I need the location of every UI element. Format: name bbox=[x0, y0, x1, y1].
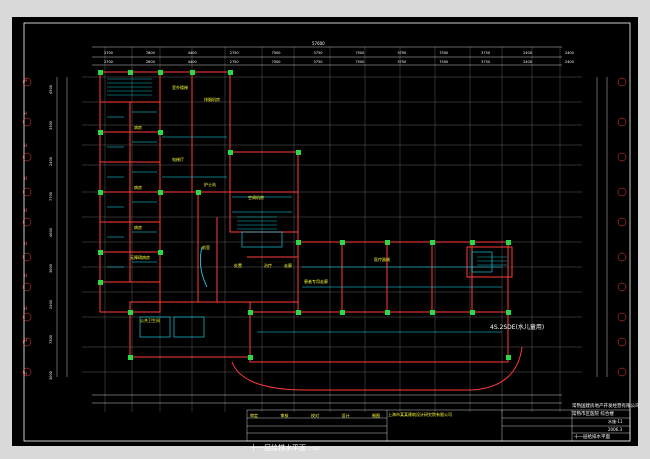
drawing-title-text: 十一层给排水平面 bbox=[250, 444, 306, 452]
axis-label: H bbox=[24, 143, 28, 149]
axis-label: H bbox=[24, 208, 28, 214]
title-block-roles: 审定 审核 校对 设计 制图 bbox=[250, 413, 380, 418]
dimension-lines-top bbox=[92, 46, 562, 66]
axis-label: H bbox=[24, 175, 28, 181]
dimension-lines-bottom bbox=[92, 394, 562, 404]
axis-label: H bbox=[24, 338, 28, 344]
grid-lines-vertical bbox=[104, 47, 561, 412]
room-label: 处置 bbox=[234, 263, 242, 268]
dim-label: 7800 bbox=[145, 51, 155, 55]
drawing-sheet: 57600 2700 7800 4400 2750 7500 3750 7500… bbox=[12, 17, 640, 452]
dim-label: 7500 bbox=[355, 51, 365, 55]
total-dimension: 57600 bbox=[312, 41, 325, 46]
axis-label: H bbox=[24, 305, 28, 311]
dim-label: 4500 bbox=[49, 85, 53, 94]
dim-label: 2400 bbox=[49, 156, 53, 166]
drawing-number: 水施-11 bbox=[608, 419, 623, 424]
dim-label: 4400 bbox=[187, 51, 197, 55]
left-dimension-column: 4500 3300 2400 7700 4600 3600 2400 7300 … bbox=[46, 85, 56, 380]
dim-label: 2700 bbox=[104, 51, 113, 55]
axis-label: H bbox=[24, 110, 28, 116]
dim-label: 7500 bbox=[271, 60, 281, 64]
room-label: 护士站 bbox=[204, 182, 216, 187]
drawing-date: 2006.3 bbox=[608, 427, 622, 432]
curved-facade bbox=[231, 346, 523, 391]
dimension-lines-sides bbox=[56, 77, 608, 377]
dim-label: 2800 bbox=[145, 60, 155, 64]
design-unit: 上海市某某建筑设计研究院有限公司 bbox=[388, 412, 452, 417]
axis-labels-left: H H H H H H H H H H bbox=[24, 78, 30, 376]
dim-label: 3750 bbox=[481, 60, 491, 64]
top-dimension-row-1: 2700 7800 4400 2750 7500 3750 7500 3750 … bbox=[104, 51, 574, 57]
dim-label: 4400 bbox=[187, 60, 197, 64]
role-label: 设计 bbox=[341, 413, 350, 418]
dim-label: 3750 bbox=[313, 51, 323, 55]
room-label: 病房 bbox=[134, 185, 142, 190]
room-label: 医疗器械 bbox=[374, 257, 390, 262]
room-label: 空调机房 bbox=[248, 195, 264, 200]
axis-label: H bbox=[24, 273, 28, 279]
dim-label: 7500 bbox=[439, 60, 449, 64]
structural-columns bbox=[98, 70, 511, 360]
axis-bubbles bbox=[22, 77, 627, 377]
dim-label: 2400 bbox=[564, 51, 574, 55]
dim-label: 3000 bbox=[49, 371, 53, 380]
dim-label: 7500 bbox=[439, 51, 449, 55]
title-block-drawing-name: 十一层给排水平面 bbox=[574, 435, 610, 440]
room-label: 电梯厅 bbox=[172, 157, 184, 162]
stair-hatching bbox=[107, 78, 507, 266]
sheet-border bbox=[23, 22, 631, 442]
curved-corridor bbox=[199, 246, 208, 288]
axis-label: H bbox=[24, 370, 28, 376]
room-label: 治疗 bbox=[264, 263, 272, 268]
room-label: 患者专用走廊 bbox=[304, 279, 328, 284]
room-label: 室外楼梯 bbox=[172, 85, 188, 90]
company-name: 常熟国建房地产开发经营有限公司 bbox=[572, 404, 640, 409]
water-pipes bbox=[107, 111, 502, 338]
room-label: 公共卫生间 bbox=[140, 318, 160, 323]
room-label: 前室 bbox=[202, 245, 210, 250]
dim-label: 2400 bbox=[49, 299, 53, 309]
dim-label: 7500 bbox=[355, 60, 365, 64]
dim-label: 7700 bbox=[49, 192, 53, 202]
role-label: 审核 bbox=[280, 413, 289, 418]
axis-label: H bbox=[24, 78, 28, 83]
dim-label: 2400 bbox=[523, 60, 532, 64]
room-label: 病房 bbox=[134, 225, 142, 230]
dim-label: 7500 bbox=[271, 51, 281, 55]
dim-label: 2400 bbox=[523, 51, 532, 55]
dim-label: 3600 bbox=[49, 263, 53, 273]
drawing-scale: 1:100 bbox=[308, 446, 320, 451]
room-label: 病房 bbox=[134, 125, 142, 130]
room-label: 走廊 bbox=[284, 263, 292, 268]
dim-label: 2400 bbox=[564, 60, 574, 64]
pipe-annotation: 4S.2SDE(水儿童用) bbox=[490, 324, 545, 331]
dim-label: 3750 bbox=[397, 60, 407, 64]
dim-label: 4600 bbox=[49, 228, 53, 237]
dim-label: 2750 bbox=[229, 60, 239, 64]
role-label: 审定 bbox=[250, 413, 258, 418]
role-label: 校对 bbox=[311, 413, 319, 418]
role-label: 制图 bbox=[372, 413, 380, 418]
floor-plan-canvas bbox=[22, 22, 631, 442]
axis-label: H bbox=[24, 240, 28, 246]
room-label: 排烟机房 bbox=[204, 97, 220, 102]
dim-label: 7300 bbox=[49, 335, 53, 345]
dim-label: 2700 bbox=[104, 60, 113, 64]
dim-label: 3300 bbox=[49, 120, 53, 130]
top-dimension-row-2: 2700 2800 4400 2750 7500 3750 7500 3750 … bbox=[104, 60, 574, 66]
project-name: 常熟市区医院 综合楼 bbox=[572, 412, 614, 417]
dim-label: 3750 bbox=[397, 51, 407, 55]
dim-label: 3750 bbox=[313, 60, 323, 64]
room-label: 无障碍病房 bbox=[130, 255, 150, 260]
title-block-frame bbox=[246, 409, 631, 442]
dim-label: 2750 bbox=[229, 51, 239, 55]
dim-label: 3750 bbox=[481, 51, 491, 55]
